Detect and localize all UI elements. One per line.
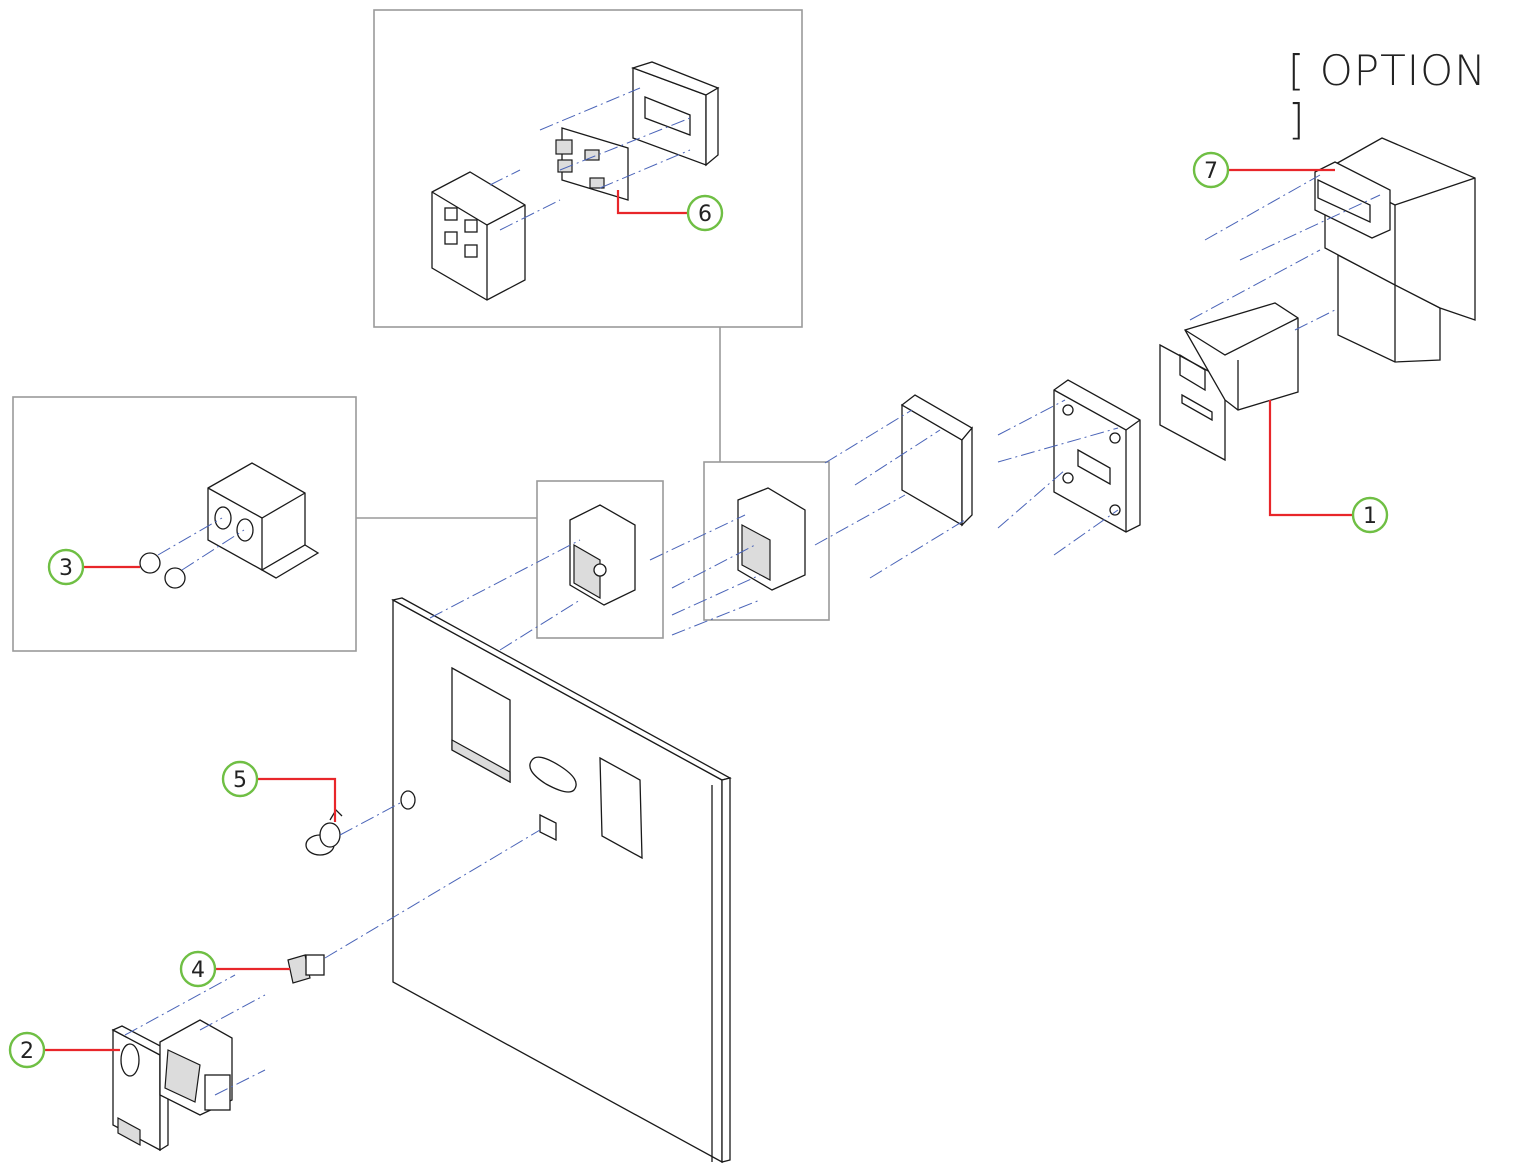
leader-6	[616, 190, 688, 215]
dash-bracket-3	[814, 494, 906, 546]
dash-coin-3	[214, 1069, 266, 1096]
callout-5-label: 5	[233, 768, 247, 793]
validator-bracket	[1159, 302, 1299, 462]
dash-detail-1	[429, 539, 581, 619]
dash-inset-5	[499, 199, 561, 231]
inset-box-left	[12, 396, 357, 652]
dash-detail-4	[671, 544, 756, 589]
dash-bracket-2	[854, 429, 941, 486]
mounting-plate	[1053, 379, 1141, 533]
callout-3: 3	[47, 548, 85, 586]
leader-5	[258, 777, 337, 822]
mounting-bracket	[900, 394, 973, 527]
dash-coin-2	[199, 994, 266, 1031]
front-panel	[391, 597, 732, 1164]
coin-acceptor	[111, 1019, 233, 1152]
inset-circuit-board	[555, 127, 629, 201]
square-push-button	[287, 954, 325, 984]
dash-coin-1	[124, 974, 236, 1036]
inset-box-top	[373, 9, 803, 328]
inset-housing-cube	[431, 171, 526, 301]
dash-bracket-4	[869, 519, 966, 579]
callout-4-label: 4	[191, 958, 205, 983]
dash-detail-2	[499, 599, 581, 651]
callout-2: 2	[8, 1031, 46, 1069]
dash-plate-3	[997, 469, 1066, 529]
dash-bracket-1	[824, 409, 913, 464]
callout-7-label: 7	[1204, 159, 1218, 184]
dash-validator-4	[1239, 194, 1381, 261]
dash-plate-4	[1053, 509, 1119, 556]
relay-housing-b	[737, 487, 806, 591]
callout-6: 6	[686, 194, 724, 232]
dash-detail-3	[649, 514, 746, 561]
inset-push-buttons	[139, 552, 186, 589]
callout-3-label: 3	[59, 556, 73, 581]
callout-6-label: 6	[698, 202, 712, 227]
callout-1: 1	[1351, 496, 1389, 534]
dash-button-2	[181, 529, 245, 571]
bill-validator	[1314, 137, 1476, 363]
dash-detail-5	[671, 574, 761, 616]
callout-5: 5	[221, 760, 259, 798]
callout-7: 7	[1192, 151, 1230, 189]
key-switch	[305, 808, 343, 856]
detail-box-b	[703, 461, 830, 621]
dash-validator-3	[1204, 174, 1321, 241]
callout-2-label: 2	[20, 1039, 34, 1064]
inset-display-housing	[630, 61, 720, 167]
dash-inset-3	[599, 149, 691, 189]
dash-button-1	[157, 517, 223, 556]
leader-1	[1268, 400, 1352, 517]
inset-button-box	[207, 462, 320, 579]
callout-4: 4	[179, 950, 217, 988]
dash-inset-1	[539, 87, 641, 131]
option-title: [ OPTION ]	[1288, 46, 1487, 144]
dash-detail-6	[671, 599, 761, 636]
dash-plate-2	[997, 427, 1119, 463]
relay-housing-a	[569, 504, 636, 606]
detail-box-a	[536, 480, 664, 639]
dash-push-button	[324, 829, 541, 959]
dash-inset-4	[489, 169, 521, 186]
dash-plate-1	[997, 399, 1066, 436]
dash-validator-1	[1189, 249, 1321, 321]
callout-1-label: 1	[1363, 504, 1377, 529]
dash-key-switch	[339, 801, 403, 836]
